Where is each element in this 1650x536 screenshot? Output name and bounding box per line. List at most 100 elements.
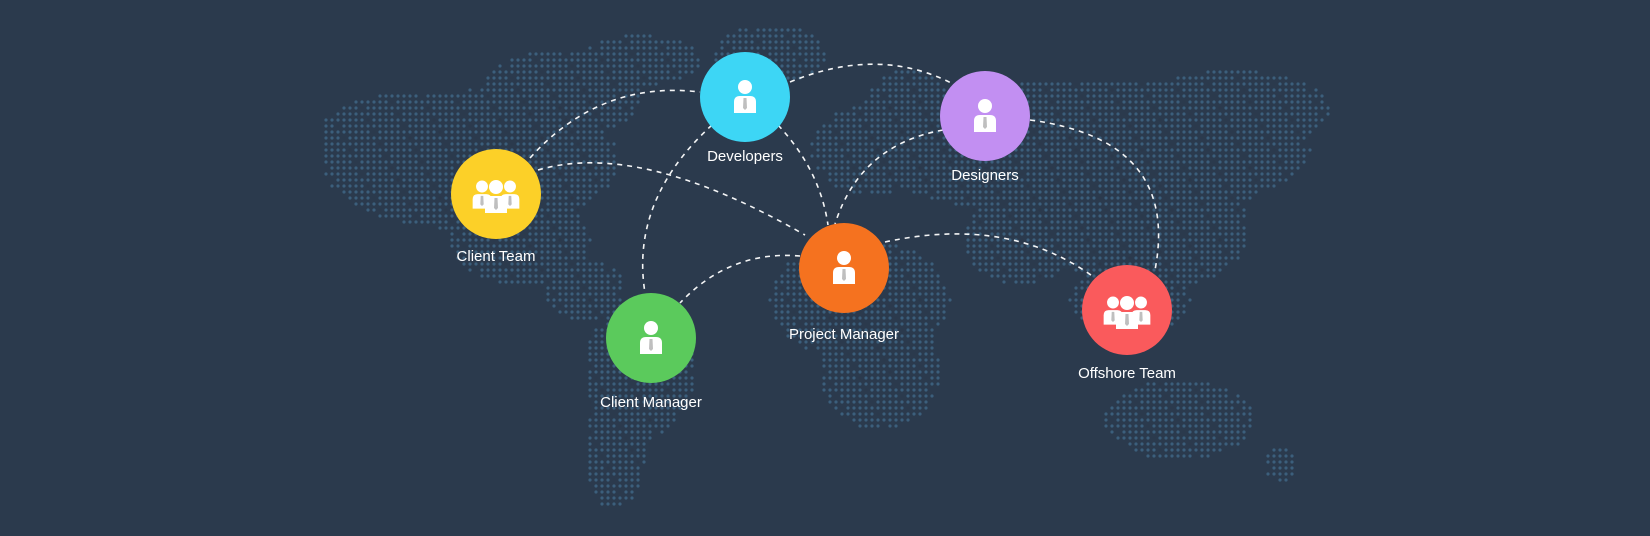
map-dot [780,58,784,62]
map-dot [660,400,664,404]
map-dot [396,94,400,98]
map-dot [1242,196,1246,200]
map-dot [1104,166,1108,170]
map-dot [342,184,346,188]
map-dot [918,394,922,398]
map-dot [798,52,802,56]
map-dot [852,130,856,134]
map-dot [426,220,430,224]
map-dot [936,286,940,290]
map-dot [672,418,676,422]
node-developers[interactable]: Developers [700,52,790,165]
map-dot [510,238,514,242]
map-dot [738,40,742,44]
map-dot [1134,130,1138,134]
map-dot [972,190,976,194]
map-dot [1248,184,1252,188]
map-dot [888,328,892,332]
map-dot [492,100,496,104]
map-dot [1014,166,1018,170]
connector-developers-to-designers [789,63,956,86]
map-dot [912,406,916,410]
group-icon [1103,296,1151,329]
map-dot [1140,448,1144,452]
map-dot [354,166,358,170]
node-client-team[interactable]: Client Team [451,149,541,265]
node-offshore-team[interactable]: Offshore Team [1078,265,1176,382]
map-dot [546,292,550,296]
map-dot [528,238,532,242]
map-dot [588,124,592,128]
map-dot [870,190,874,194]
map-dot [1104,202,1108,206]
map-dot [462,118,466,122]
node-client-manager[interactable]: Client Manager [600,293,702,411]
map-dot [546,274,550,278]
map-dot [1188,88,1192,92]
map-dot [1182,190,1186,194]
map-dot [858,316,862,320]
map-dot [624,406,628,410]
map-dot [414,196,418,200]
map-dot [1044,268,1048,272]
map-dot [432,214,436,218]
map-dot [990,190,994,194]
map-dot [834,316,838,320]
map-dot [504,118,508,122]
map-dot [1044,172,1048,176]
node-designers[interactable]: Designers [940,71,1030,184]
map-dot [1170,94,1174,98]
map-dot [354,202,358,206]
map-dot [1140,172,1144,176]
map-dot [390,190,394,194]
map-dot [852,154,856,158]
map-dot [888,184,892,188]
map-dot [894,388,898,392]
map-dot [1134,226,1138,230]
map-dot [414,118,418,122]
map-dot [1020,196,1024,200]
map-dot [888,76,892,80]
map-dot [870,352,874,356]
map-dot [1188,280,1192,284]
map-dot [912,172,916,176]
map-dot [1188,208,1192,212]
map-dot [1272,124,1276,128]
map-dot [1074,268,1078,272]
map-dot [600,82,604,86]
map-dot [480,136,484,140]
map-dot [1056,226,1060,230]
node-project-manager[interactable]: Project Manager [789,223,899,343]
map-dot [780,292,784,296]
map-dot [1104,118,1108,122]
map-dot [552,52,556,56]
map-dot [846,334,850,338]
map-dot [966,238,970,242]
map-dot [1278,178,1282,182]
map-dot [1074,220,1078,224]
map-dot [942,196,946,200]
map-dot [990,184,994,188]
map-dot [1182,382,1186,386]
map-dot [1194,226,1198,230]
map-dot [876,190,880,194]
map-dot [912,334,916,338]
map-dot [1152,262,1156,266]
map-dot [864,172,868,176]
map-dot [354,184,358,188]
map-dot [1014,244,1018,248]
map-dot [372,142,376,146]
map-dot [636,46,640,50]
map-dot [660,388,664,392]
map-dot [1272,166,1276,170]
map-dot [1230,178,1234,182]
map-dot [360,130,364,134]
map-dot [606,472,610,476]
map-dot [516,148,520,152]
map-dot [540,130,544,134]
map-dot [606,406,610,410]
map-dot [912,82,916,86]
map-dot [828,310,832,314]
map-dot [924,316,928,320]
map-dot [1260,172,1264,176]
